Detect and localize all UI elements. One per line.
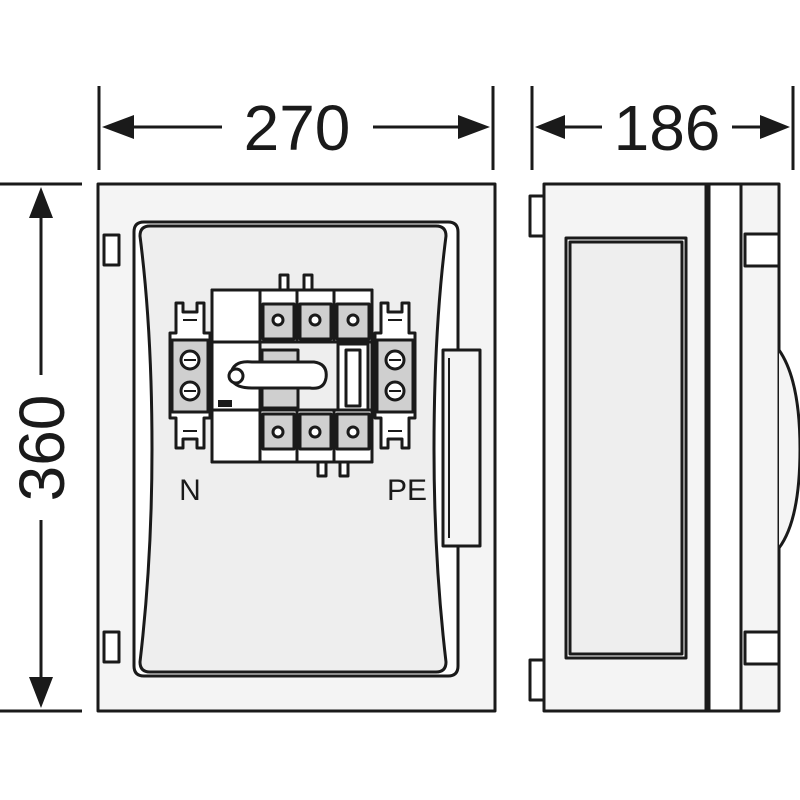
front-view: N PE	[96, 182, 497, 713]
arrowhead-right-icon	[458, 115, 490, 139]
screw-icon	[308, 425, 322, 439]
earth-label: PE	[387, 474, 427, 507]
mounting-lug-bottom	[528, 658, 546, 702]
screw-icon	[308, 313, 322, 327]
earth-terminal-block	[373, 301, 417, 450]
arrowhead-down-icon	[29, 677, 53, 708]
neutral-terminal-block	[168, 301, 212, 450]
height-dimension: 360	[0, 182, 82, 713]
neutral-label: N	[179, 474, 201, 507]
arrowhead-right-icon	[760, 115, 790, 139]
side-view	[528, 182, 800, 713]
arrowhead-left-icon	[535, 115, 565, 139]
handle-pivot-icon	[227, 367, 245, 385]
rotary-handle[interactable]	[229, 360, 328, 390]
side-window-inner	[568, 240, 684, 656]
side-hinge-bottom	[743, 630, 781, 666]
depth-dimension: 186	[530, 86, 795, 170]
depth-dimension-value: 186	[614, 92, 721, 164]
arrowhead-up-icon	[29, 187, 53, 218]
switch-disconnector	[210, 273, 374, 478]
width-dimension: 270	[97, 86, 495, 170]
hinge-top	[102, 233, 121, 267]
hinge-bottom	[102, 630, 121, 664]
screw-icon	[271, 425, 285, 439]
screw-icon	[271, 313, 285, 327]
mounting-lug-top	[528, 194, 546, 238]
arrowhead-left-icon	[102, 115, 134, 139]
width-dimension-value: 270	[244, 92, 351, 164]
side-handle	[777, 349, 800, 549]
screw-icon	[346, 425, 360, 439]
side-hinge-top	[743, 232, 781, 268]
screw-icon	[346, 313, 360, 327]
height-dimension-value: 360	[6, 395, 78, 502]
